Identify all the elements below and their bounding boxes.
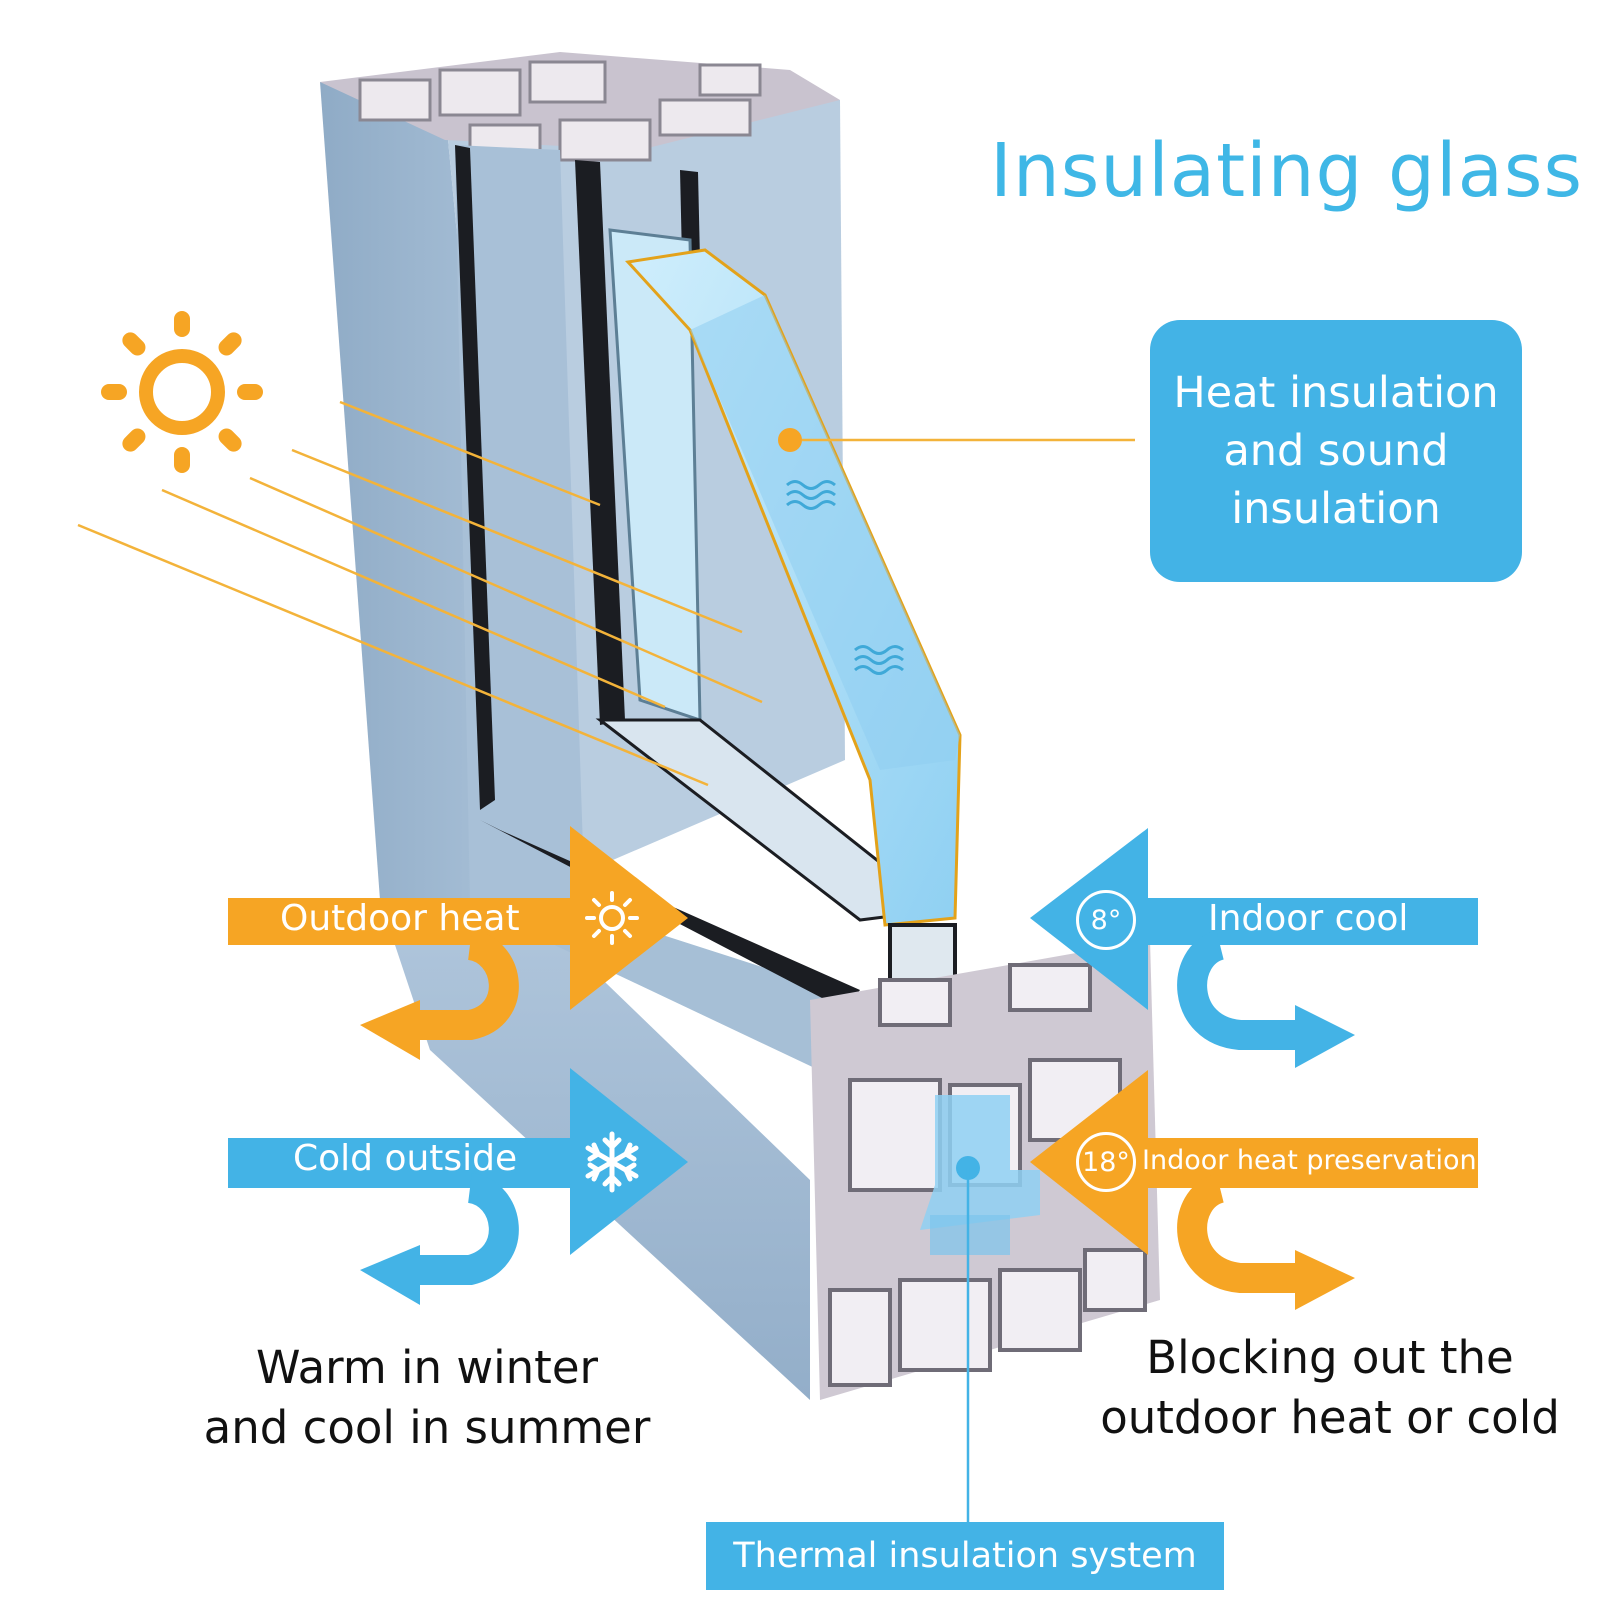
thermal-insulation-label: Thermal insulation system [706, 1522, 1224, 1590]
callout-text: Heat insulation and sound insulation [1173, 364, 1498, 538]
cold-outside-label: Cold outside [293, 1138, 518, 1179]
indoor-heat-preservation-label: Indoor heat preservation [1142, 1145, 1477, 1176]
seal-strip-inner [575, 160, 625, 725]
seal-strip-right [680, 170, 700, 260]
callout-line: and sound [1223, 426, 1449, 476]
indoor-heat-preservation-arrow [1030, 1070, 1478, 1310]
seal-strip-outer [455, 145, 495, 810]
thermal-break-lower [930, 1215, 1010, 1255]
sun-rays [77, 400, 763, 787]
right-caption-line: outdoor heat or cold [1100, 1391, 1560, 1444]
temperature-badge: 18° [1076, 1132, 1136, 1192]
thermal-pointer [956, 1156, 980, 1525]
frame-bottom-sash [470, 905, 865, 1080]
indoor-cool-label: Indoor cool [1208, 898, 1409, 939]
sun-icon [101, 311, 263, 473]
left-caption: Warm in winter and cool in summer [192, 1338, 662, 1458]
cold-outside-arrow [228, 1068, 688, 1305]
small-sun-icon [585, 891, 639, 945]
glass-spacer [690, 295, 960, 770]
temperature-badge: 8° [1076, 890, 1136, 950]
right-caption-line: Blocking out the [1146, 1331, 1514, 1384]
left-caption-line: Warm in winter [255, 1341, 599, 1394]
wave-icon [786, 480, 904, 675]
window-frame [320, 52, 1160, 1400]
left-caption-line: and cool in summer [203, 1401, 651, 1454]
right-caption: Blocking out the outdoor heat or cold [1090, 1328, 1570, 1448]
callout-line: Heat insulation [1173, 368, 1499, 418]
thermal-break-strip [920, 1095, 1040, 1230]
callout-connector [778, 428, 1135, 452]
frame-top-chambers [358, 60, 762, 162]
outdoor-heat-arrow [228, 826, 688, 1060]
snowflake-icon [585, 1131, 639, 1193]
outdoor-heat-label: Outdoor heat [280, 898, 520, 939]
indoor-cool-arrow [1030, 828, 1478, 1068]
page-title: Insulating glass [990, 128, 1584, 214]
glass-spacer-bar [888, 923, 957, 987]
callout-line: insulation [1231, 484, 1441, 534]
callout-box: Heat insulation and sound insulation [1150, 320, 1522, 582]
